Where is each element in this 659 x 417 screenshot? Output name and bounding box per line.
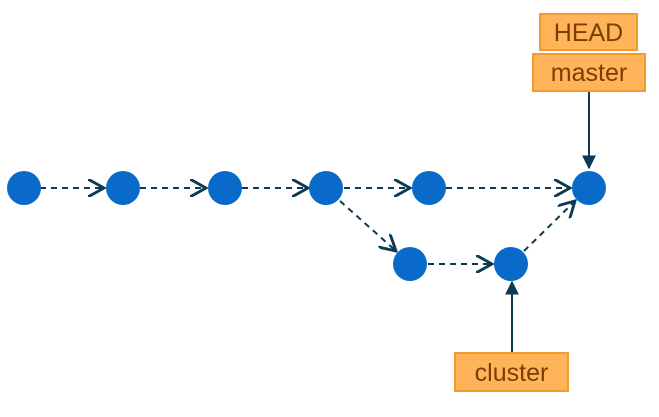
master-label-text: master bbox=[551, 59, 627, 87]
cluster-label-text: cluster bbox=[475, 359, 549, 387]
head-label-box bbox=[539, 13, 638, 51]
commit-node-c3 bbox=[208, 171, 242, 205]
edge-c8-c6 bbox=[523, 201, 575, 252]
commits-group bbox=[7, 171, 606, 281]
edge-c4-c7 bbox=[339, 200, 396, 251]
head-label-text: HEAD bbox=[554, 19, 623, 47]
commit-node-c2 bbox=[106, 171, 140, 205]
commit-node-c4 bbox=[309, 171, 343, 205]
commit-node-c1 bbox=[7, 171, 41, 205]
commit-node-c7 bbox=[393, 247, 427, 281]
commit-node-c8 bbox=[494, 247, 528, 281]
commit-node-c5 bbox=[412, 171, 446, 205]
cluster-label: cluster bbox=[454, 352, 569, 392]
master-label-box bbox=[532, 53, 646, 92]
commit-node-c6 bbox=[572, 171, 606, 205]
cluster-label-box bbox=[454, 352, 569, 392]
head-label: HEAD bbox=[539, 13, 638, 51]
edges-group bbox=[40, 188, 575, 264]
pointer-group bbox=[505, 92, 596, 352]
master-label: master bbox=[532, 53, 646, 92]
